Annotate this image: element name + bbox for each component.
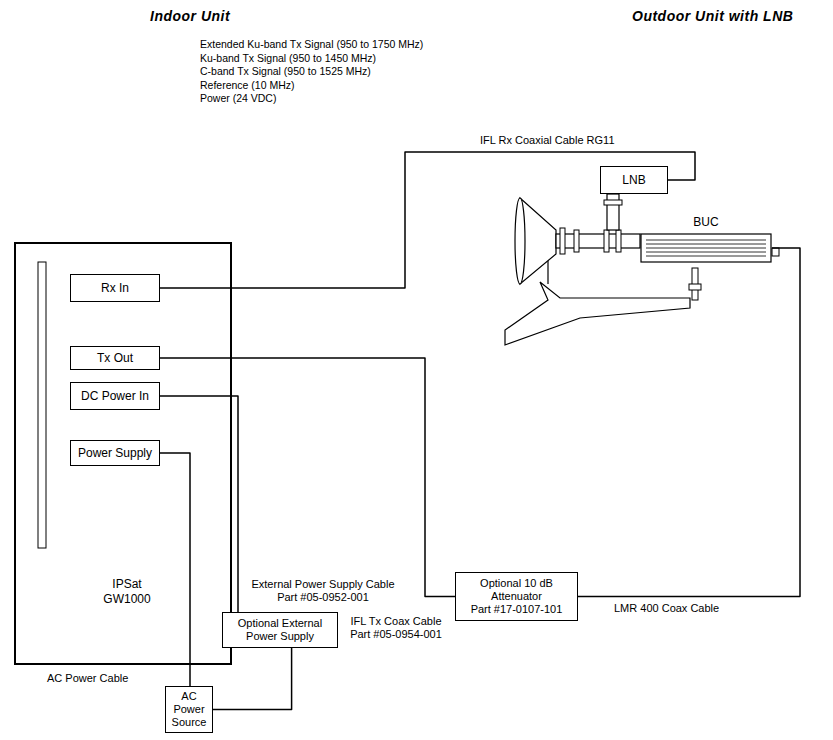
- box-label: AC Power Source: [169, 690, 209, 729]
- cooling-fin: [646, 240, 766, 241]
- unit-heading: Indoor Unit: [150, 8, 230, 24]
- lnb-flange: [604, 200, 622, 205]
- power-cable: [213, 648, 292, 710]
- box-label: DC Power In: [81, 390, 149, 403]
- coax-cable: [160, 152, 695, 288]
- buc-housing: [641, 234, 771, 262]
- cooling-fin: [646, 248, 766, 249]
- port-box: Power Supply: [70, 440, 160, 466]
- power-source-box: AC Power Source: [165, 686, 213, 733]
- unit-heading: Outdoor Unit with LNB: [632, 8, 793, 24]
- port-box: Rx In: [70, 274, 160, 302]
- signal-note: Power (24 VDC): [200, 92, 276, 105]
- box-label: BUC: [693, 216, 718, 229]
- waveguide: [556, 234, 640, 248]
- flange: [604, 230, 609, 252]
- signal-note: Ku-band Tx Signal (950 to 1450 MHz): [200, 52, 376, 65]
- power-cable: [160, 396, 238, 612]
- mount-clamp: [689, 284, 701, 290]
- mount-bracket: [505, 282, 690, 345]
- lnb-box: LNB: [600, 166, 668, 194]
- buc-unit: BUC: [640, 216, 772, 264]
- box-label: LNB: [622, 174, 645, 187]
- box-label: Rx In: [101, 282, 129, 295]
- coax-cable: [160, 358, 455, 597]
- coax-cable: [578, 248, 800, 597]
- box-label: Power Supply: [78, 447, 152, 460]
- cable-label: External Power Supply Cable Part #05-095…: [246, 578, 400, 604]
- port-box: Tx Out: [70, 346, 160, 370]
- power-supply-box: Optional External Power Supply: [222, 612, 338, 648]
- modem-chassis: IPSat GW1000 Rx In Tx Out DC Power In Power …: [14, 242, 232, 665]
- front-panel-bar: [38, 262, 46, 548]
- cooling-fin: [646, 244, 766, 245]
- box-label: Part #17-0107-101: [471, 603, 563, 616]
- cable-label: LMR 400 Coax Cable: [612, 602, 721, 615]
- flange: [574, 230, 579, 252]
- flange: [616, 230, 621, 252]
- box-label: Tx Out: [97, 352, 133, 365]
- horn-mouth: [515, 198, 525, 284]
- buc-connector: [772, 248, 779, 256]
- signal-note: Extended Ku-band Tx Signal (950 to 1750 …: [200, 38, 423, 51]
- buc-body: [640, 232, 772, 264]
- attenuator-box: Optional 10 dB AttenuatorPart #17-0107-1…: [455, 572, 578, 621]
- cooling-fin: [646, 256, 766, 257]
- cable-label: IFL Tx Coax Cable Part #05-0954-001: [342, 615, 450, 641]
- cooling-fin: [646, 252, 766, 253]
- lnb-waveguide: [607, 194, 619, 230]
- cable-label: AC Power Cable: [45, 672, 130, 685]
- box-label: Optional External Power Supply: [229, 617, 331, 643]
- signal-note: Reference (10 MHz): [200, 79, 295, 92]
- signal-note: C-band Tx Signal (950 to 1525 MHz): [200, 65, 371, 78]
- box-label: IPSat GW1000: [97, 577, 157, 607]
- power-cable: [160, 453, 190, 686]
- box-label: Optional 10 dB Attenuator: [464, 577, 569, 603]
- port-box: DC Power In: [70, 382, 160, 410]
- cable-label: IFL Rx Coaxial Cable RG11: [478, 134, 617, 147]
- flange: [560, 228, 565, 254]
